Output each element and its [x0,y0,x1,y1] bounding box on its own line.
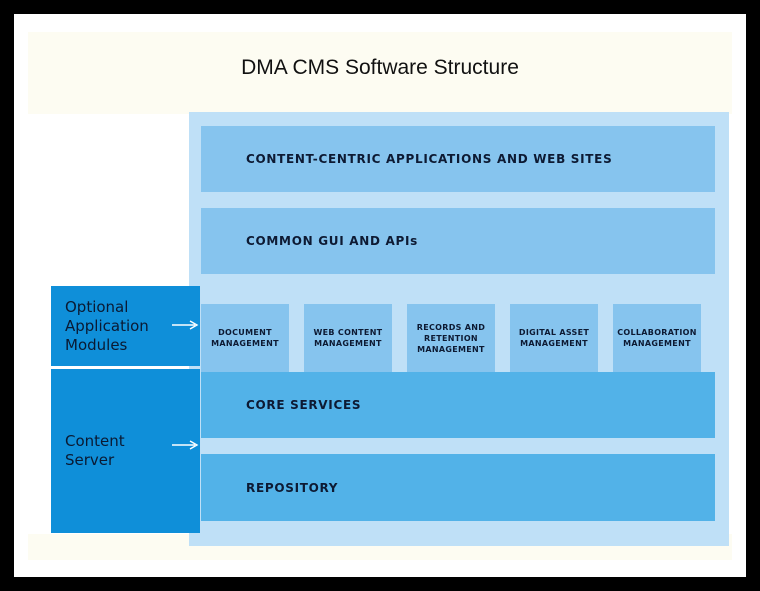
layer-applications: CONTENT-CENTRIC APPLICATIONS AND WEB SIT… [201,126,715,192]
layer-repository: REPOSITORY [201,454,715,521]
label-optional-application-modules: Optional Application Modules [51,286,200,366]
label-content-server: Content Server [51,369,200,533]
module-records-retention-management: RECORDS AND RETENTION MANAGEMENT [407,304,495,372]
arrow-right-icon [172,440,199,450]
diagram-title: DMA CMS Software Structure [241,56,519,79]
module-web-content-management: WEB CONTENT MANAGEMENT [304,304,392,372]
layer-core-services: CORE SERVICES [201,372,715,438]
layer-common-gui: COMMON GUI AND APIs [201,208,715,274]
module-document-management: DOCUMENT MANAGEMENT [201,304,289,372]
diagram-frame: DMA CMS Software Structure CONTENT-CENTR… [14,14,746,577]
module-collaboration-management: COLLABORATION MANAGEMENT [613,304,701,372]
title-band: DMA CMS Software Structure [28,32,732,114]
module-digital-asset-management: DIGITAL ASSET MANAGEMENT [510,304,598,372]
arrow-right-icon [172,320,199,330]
